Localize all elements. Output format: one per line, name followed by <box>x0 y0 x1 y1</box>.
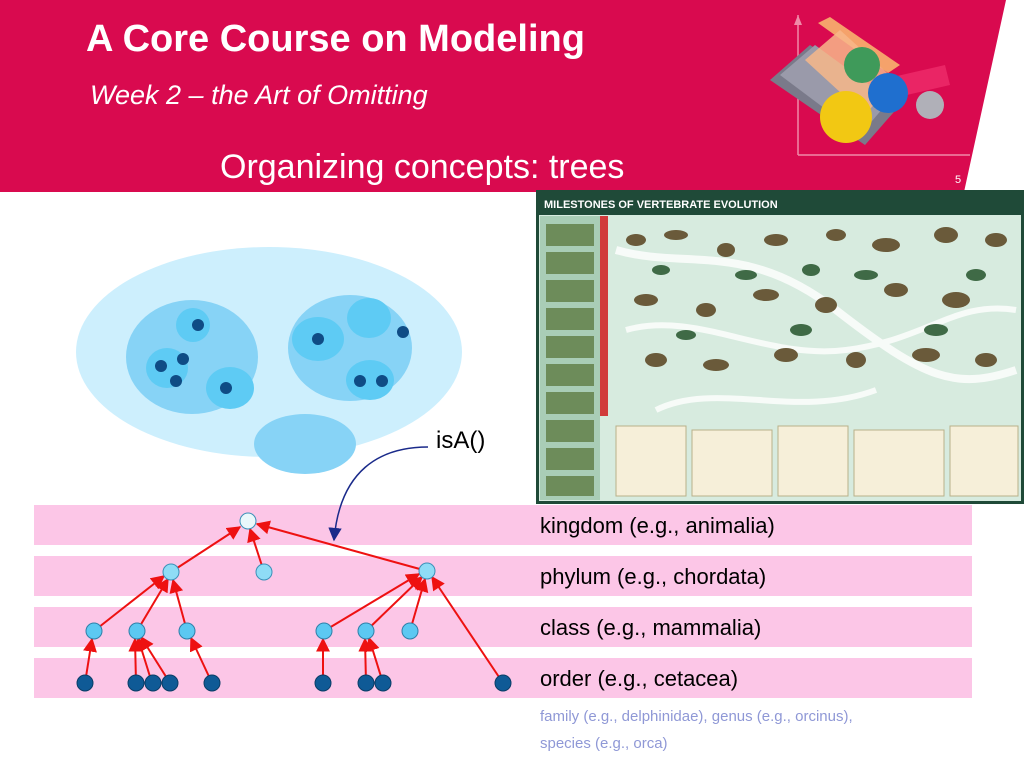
tree-node-order <box>494 674 512 692</box>
tree-node-order <box>127 674 145 692</box>
tree-edge <box>93 575 166 632</box>
tree-node-phylum <box>418 562 436 580</box>
tree-node-order <box>374 674 392 692</box>
tree-node-phylum <box>162 563 180 581</box>
footnote-line-2: species (e.g., orca) <box>540 735 668 752</box>
rank-band-kingdom <box>34 505 972 545</box>
tree-node-class <box>315 622 333 640</box>
footnote-line-1: family (e.g., delphinidae), genus (e.g.,… <box>540 708 853 725</box>
course-title: A Core Course on Modeling <box>86 18 585 60</box>
tree-node-order <box>144 674 162 692</box>
rank-label-phylum: phylum (e.g., chordata) <box>540 564 767 589</box>
isa-label: isA() <box>436 427 486 454</box>
course-logo-icon <box>770 15 970 156</box>
tree-edge <box>431 575 504 684</box>
tree-edge <box>323 573 421 632</box>
tree-node-order <box>314 674 332 692</box>
isa-arrow <box>328 446 429 542</box>
page-number: 5 <box>955 174 962 186</box>
rank-label-kingdom: kingdom (e.g., animalia) <box>540 513 775 538</box>
rank-label-order: order (e.g., cetacea) <box>540 666 739 691</box>
tree-node-order <box>203 674 221 692</box>
tree-node-class <box>178 622 196 640</box>
tree-edge <box>136 577 169 632</box>
tree-node-class <box>357 622 375 640</box>
tree-node-class <box>401 622 419 640</box>
tree-node-order <box>76 674 94 692</box>
subset-bottom <box>254 414 356 474</box>
vertebrate-evolution-poster: MILESTONES OF VERTEBRATE EVOLUTION <box>536 190 1024 504</box>
tree-edge <box>169 578 188 632</box>
rank-label-class: class (e.g., mammalia) <box>540 615 762 640</box>
tree-node-class <box>128 622 146 640</box>
poster-title: MILESTONES OF VERTEBRATE EVOLUTION <box>544 199 778 211</box>
header-corner-cut <box>964 0 1024 192</box>
week-subtitle: Week 2 – the Art of Omitting <box>90 80 428 110</box>
tree-edge <box>365 576 424 632</box>
tree-edge <box>255 520 428 572</box>
tree-node-kingdom <box>239 512 257 530</box>
tree-node-order <box>357 674 375 692</box>
tree-edge <box>170 526 242 573</box>
tree-node-phylum <box>255 563 273 581</box>
tree-edge <box>140 635 171 684</box>
tree-edge <box>409 577 429 632</box>
tree-node-order <box>161 674 179 692</box>
tree-node-class <box>85 622 103 640</box>
slide-heading: Organizing concepts: trees <box>220 148 625 186</box>
rank-band-phylum <box>34 556 972 596</box>
